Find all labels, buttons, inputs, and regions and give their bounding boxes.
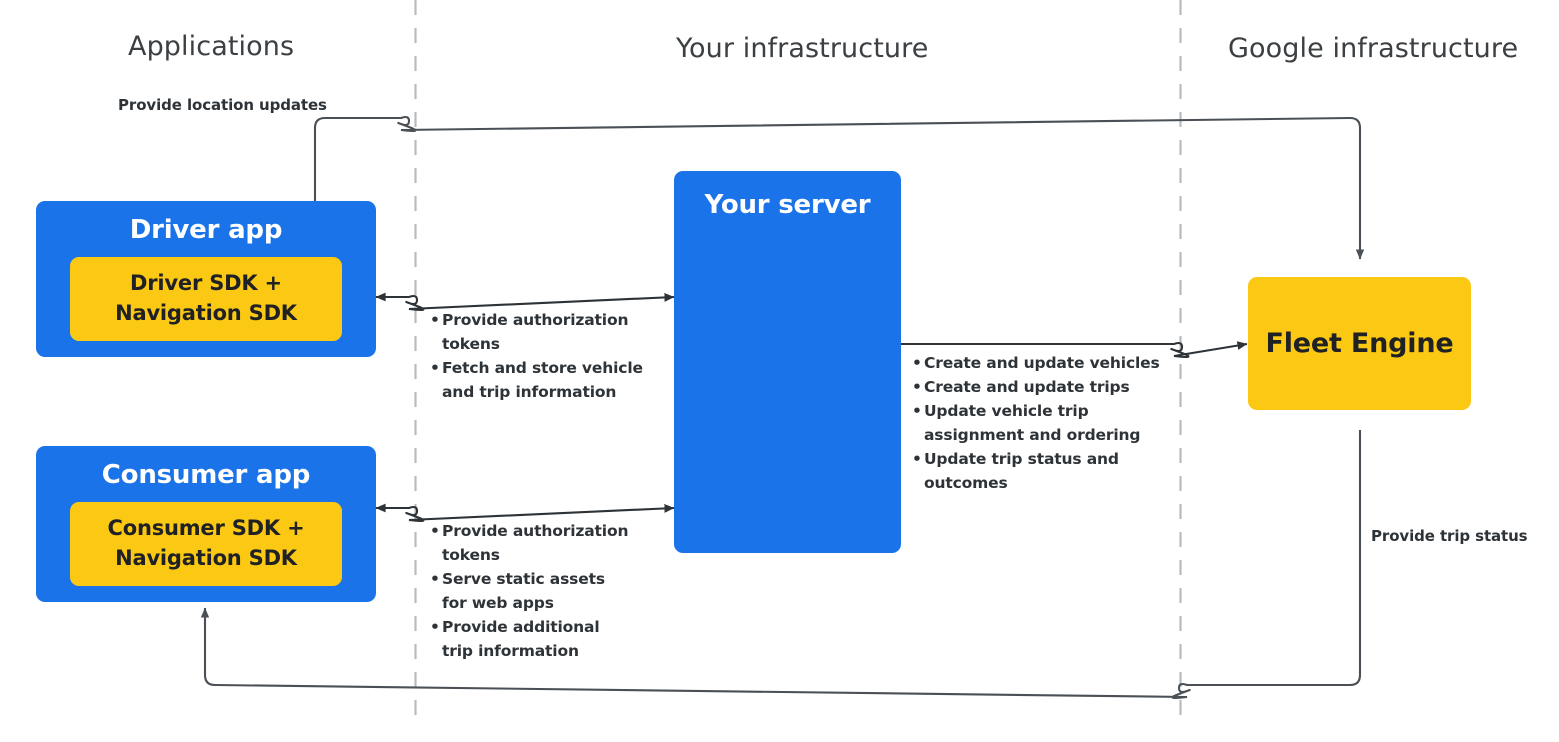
consumer-sdk-line-2: Navigation SDK [115, 546, 297, 570]
bullet-item: Create and update trips [912, 375, 1162, 399]
bullet-item: Provide authorization tokens [430, 308, 660, 356]
node-fleet-engine-title: Fleet Engine [1265, 328, 1454, 359]
node-driver-sdk[interactable]: Driver SDK + Navigation SDK [70, 257, 342, 341]
bullet-line: Provide additional [442, 618, 600, 636]
node-your-server-title: Your server [704, 190, 871, 220]
bullet-line: Provide authorization [442, 311, 629, 329]
zone-title-applications: Applications [128, 31, 295, 62]
bullet-line: tokens [442, 335, 500, 353]
bullet-line: for web apps [442, 594, 554, 612]
bullet-item: Provide additional trip information [430, 615, 660, 663]
bullet-line: tokens [442, 546, 500, 564]
edge-driver-server [375, 292, 675, 312]
bullet-line: Fetch and store vehicle [442, 359, 643, 377]
bullet-item: Fetch and store vehicle and trip informa… [430, 356, 660, 404]
node-consumer-app[interactable]: Consumer app Consumer SDK + Navigation S… [36, 446, 376, 602]
node-consumer-sdk[interactable]: Consumer SDK + Navigation SDK [70, 502, 342, 586]
driver-sdk-line-2: Navigation SDK [115, 301, 297, 325]
bullet-line: Serve static assets [442, 570, 605, 588]
node-your-server[interactable]: Your server [674, 171, 901, 553]
edge-trip-status [200, 430, 1362, 700]
bullet-item: Create and update vehicles [912, 351, 1162, 375]
bullet-item: Provide authorization tokens [430, 519, 660, 567]
bullet-line: Create and update vehicles [924, 354, 1160, 372]
bullet-line: Provide authorization [442, 522, 629, 540]
node-driver-app-title: Driver app [129, 215, 283, 245]
edge-consumer-server [375, 503, 675, 523]
bullet-line: outcomes [924, 474, 1008, 492]
bullets-server-fleet: Create and update vehicles Create and up… [912, 351, 1162, 495]
edge-server-fleet [901, 341, 1248, 359]
bullet-line: and trip information [442, 383, 617, 401]
bullet-line: assignment and ordering [924, 426, 1141, 444]
node-driver-app[interactable]: Driver app Driver SDK + Navigation SDK [36, 201, 376, 357]
zone-title-your-infrastructure: Your infrastructure [676, 33, 929, 64]
zone-title-google-infrastructure: Google infrastructure [1228, 33, 1519, 64]
node-consumer-sdk-label: Consumer SDK + Navigation SDK [70, 513, 342, 573]
edge-location-updates [313, 115, 1365, 266]
bullet-line: Update trip status and [924, 450, 1119, 468]
consumer-sdk-line-1: Consumer SDK + [107, 516, 305, 540]
bullet-line: trip information [442, 642, 579, 660]
edge-label-location-updates: Provide location updates [118, 96, 327, 114]
node-consumer-app-title: Consumer app [101, 460, 311, 490]
bullet-item: Serve static assets for web apps [430, 567, 660, 615]
node-fleet-engine[interactable]: Fleet Engine [1248, 277, 1471, 410]
edge-label-trip-status: Provide trip status [1371, 527, 1528, 545]
bullets-driver-server: Provide authorization tokens Fetch and s… [430, 308, 660, 404]
bullet-item: Update vehicle trip assignment and order… [912, 399, 1162, 447]
bullet-line: Create and update trips [924, 378, 1130, 396]
driver-sdk-line-1: Driver SDK + [130, 271, 282, 295]
bullets-consumer-server: Provide authorization tokens Serve stati… [430, 519, 660, 663]
bullet-item: Update trip status and outcomes [912, 447, 1162, 495]
node-driver-sdk-label: Driver SDK + Navigation SDK [70, 268, 342, 328]
bullet-line: Update vehicle trip [924, 402, 1089, 420]
